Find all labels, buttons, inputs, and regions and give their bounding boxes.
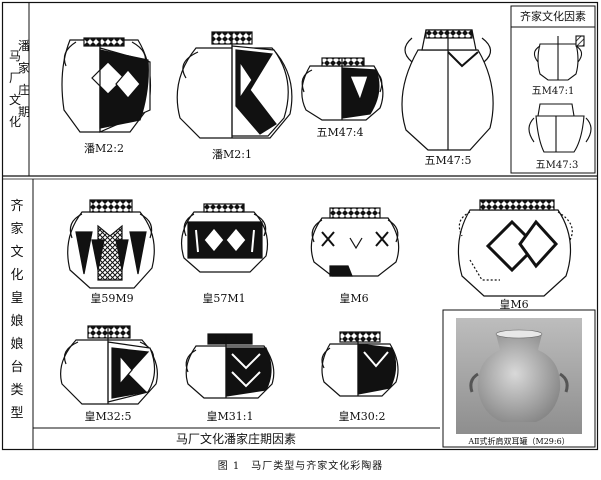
vessel-huang-m6-b xyxy=(457,199,573,297)
vessel-huang-m31-1 xyxy=(185,333,275,399)
qijia-vessel-wu-m47-1 xyxy=(533,35,585,81)
side-label-char: 皇 xyxy=(10,291,23,306)
side-label-char: 家 xyxy=(18,60,30,75)
vessel-label: 皇M6 xyxy=(339,291,368,305)
side-label-char: 庄 xyxy=(18,82,30,97)
vessel-label: 皇M31:1 xyxy=(207,409,254,423)
vessel-huang-m6-a xyxy=(310,207,400,277)
side-label-char: 文 xyxy=(10,245,23,260)
vessel-label: 潘M2:1 xyxy=(212,148,252,161)
vessel-huang-m30-2 xyxy=(321,331,399,397)
vessel-label: 皇59M9 xyxy=(90,291,133,305)
side-label-char: 家 xyxy=(10,221,23,237)
vessel-label: 五M47:5 xyxy=(425,154,472,167)
side-label-char: 期 xyxy=(18,105,30,119)
vessel-pan-m2-2 xyxy=(61,37,152,133)
side-label-char: 类 xyxy=(10,383,23,398)
vessel-photo-m29-6 xyxy=(456,318,582,434)
vessel-huang-m32-5 xyxy=(60,325,158,405)
vessel-label: 皇M6 xyxy=(499,297,528,311)
vessel-label: 皇M32:5 xyxy=(85,409,132,423)
footer-label: 马厂文化潘家庄期因素 xyxy=(176,431,296,446)
side-label-char: 娘 xyxy=(10,314,23,329)
figure-frame xyxy=(1,1,599,451)
side-label-char: 娘 xyxy=(10,337,23,352)
vessel-huang-57m1 xyxy=(181,203,269,273)
side-label-qijia: 齐 xyxy=(10,198,23,214)
figure-caption: 图 1 马厂类型与齐家文化彩陶器 xyxy=(217,461,384,472)
vessel-huang-59m9 xyxy=(67,199,155,289)
side-label-char: 化 xyxy=(10,268,23,283)
vessel-label: 五M47:1 xyxy=(532,86,575,97)
vessel-label: 五M47:3 xyxy=(536,160,579,171)
vessel-pan-m2-1 xyxy=(176,31,293,139)
vessel-wu-m47-4 xyxy=(301,57,384,121)
vessel-label: 皇57M1 xyxy=(202,291,245,305)
side-label-machang: 马 xyxy=(9,49,21,63)
photo-caption: AⅡ式折肩双耳罐（M29:6） xyxy=(467,436,569,446)
side-label-char: 厂 xyxy=(9,71,21,85)
side-label-char: 文 xyxy=(9,92,21,107)
side-label-panjiazhuang: 潘 xyxy=(18,39,30,53)
qijia-box-title: 齐家文化因素 xyxy=(520,9,586,23)
side-label-char: 台 xyxy=(10,360,23,375)
vessel-label: 皇M30:2 xyxy=(339,409,386,423)
side-label-char: 化 xyxy=(9,115,21,129)
vessel-wu-m47-5 xyxy=(401,29,494,151)
vessel-label: 潘M2:2 xyxy=(84,142,124,155)
qijia-vessel-wu-m47-3 xyxy=(528,103,592,153)
vessel-label: 五M47:4 xyxy=(317,126,364,139)
side-label-char: 型 xyxy=(10,406,23,421)
